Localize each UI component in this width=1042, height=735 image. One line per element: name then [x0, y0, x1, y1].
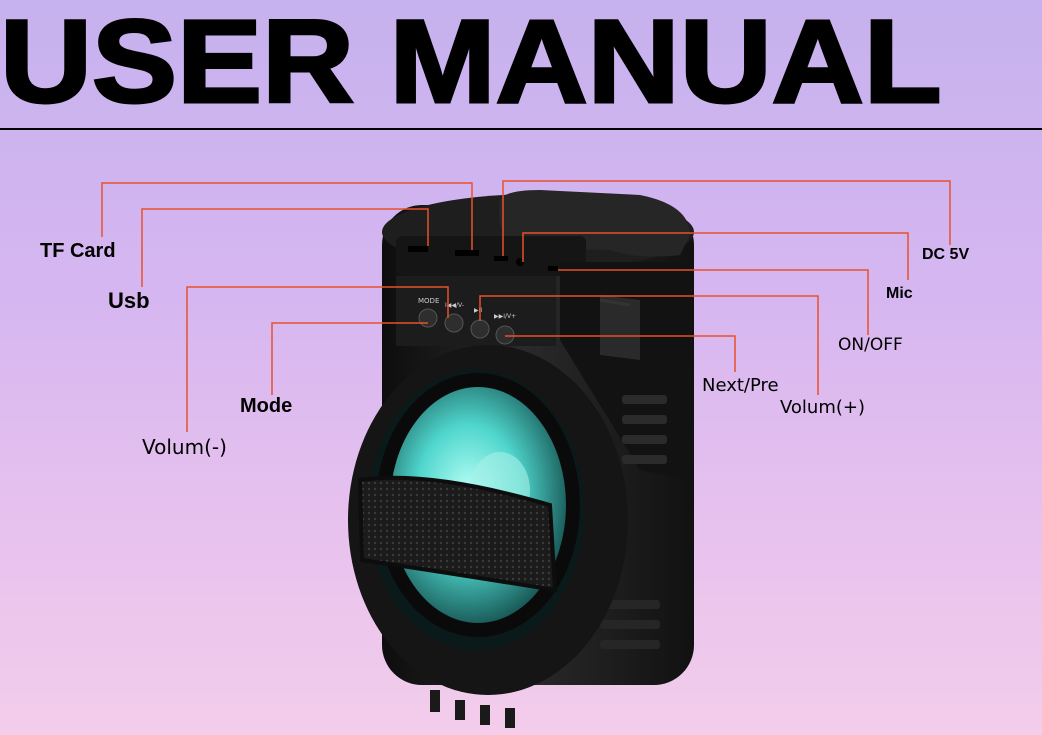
panel-mark-mode: MODE [418, 297, 439, 305]
leader-usb [141, 208, 429, 287]
leader-mic [522, 232, 909, 280]
leader-dc-5v [502, 180, 951, 256]
leader-mode [271, 322, 428, 395]
leader-on-off [558, 269, 869, 335]
side-vents [600, 395, 667, 649]
port-tf-card [408, 246, 428, 252]
page-title: USER MANUAL [0, 0, 943, 130]
button-prev [444, 313, 464, 333]
button-play [470, 319, 490, 339]
label-volum-minus: Volum(-) [142, 435, 227, 459]
panel-mark-next: ▶▶I/V+ [494, 313, 516, 320]
leader-volum-minus [186, 286, 449, 432]
title-divider [0, 128, 1042, 130]
label-mic: Mic [886, 285, 913, 302]
leader-next-pre [505, 335, 736, 372]
leader-tf-card [101, 182, 473, 250]
title-band: USER MANUAL [0, 0, 1042, 130]
button-next [495, 325, 515, 345]
panel-mark-prev: I◀◀/V- [445, 302, 464, 309]
leader-volum-plus [479, 295, 819, 395]
port-dc-5v [494, 256, 508, 261]
label-next-pre: Next/Pre [702, 375, 779, 396]
grille-band [357, 475, 558, 593]
label-volum-plus: Volum(+) [780, 397, 865, 418]
leader-lines [101, 180, 951, 432]
button-mode [418, 308, 438, 328]
port-usb [455, 250, 479, 256]
switch-on-off [548, 266, 558, 271]
label-dc-5v: DC 5V [922, 246, 970, 263]
bottom-fins [430, 690, 515, 728]
port-mic [516, 258, 524, 266]
panel-mark-play: ▶II [474, 307, 482, 314]
control-panel: MODE I◀◀/V- ▶II ▶▶I/V+ [418, 297, 516, 345]
label-tf-card: TF Card [40, 240, 116, 262]
label-usb: Usb [108, 288, 150, 313]
label-on-off: ON/OFF [838, 335, 903, 355]
label-mode: Mode [240, 395, 293, 417]
